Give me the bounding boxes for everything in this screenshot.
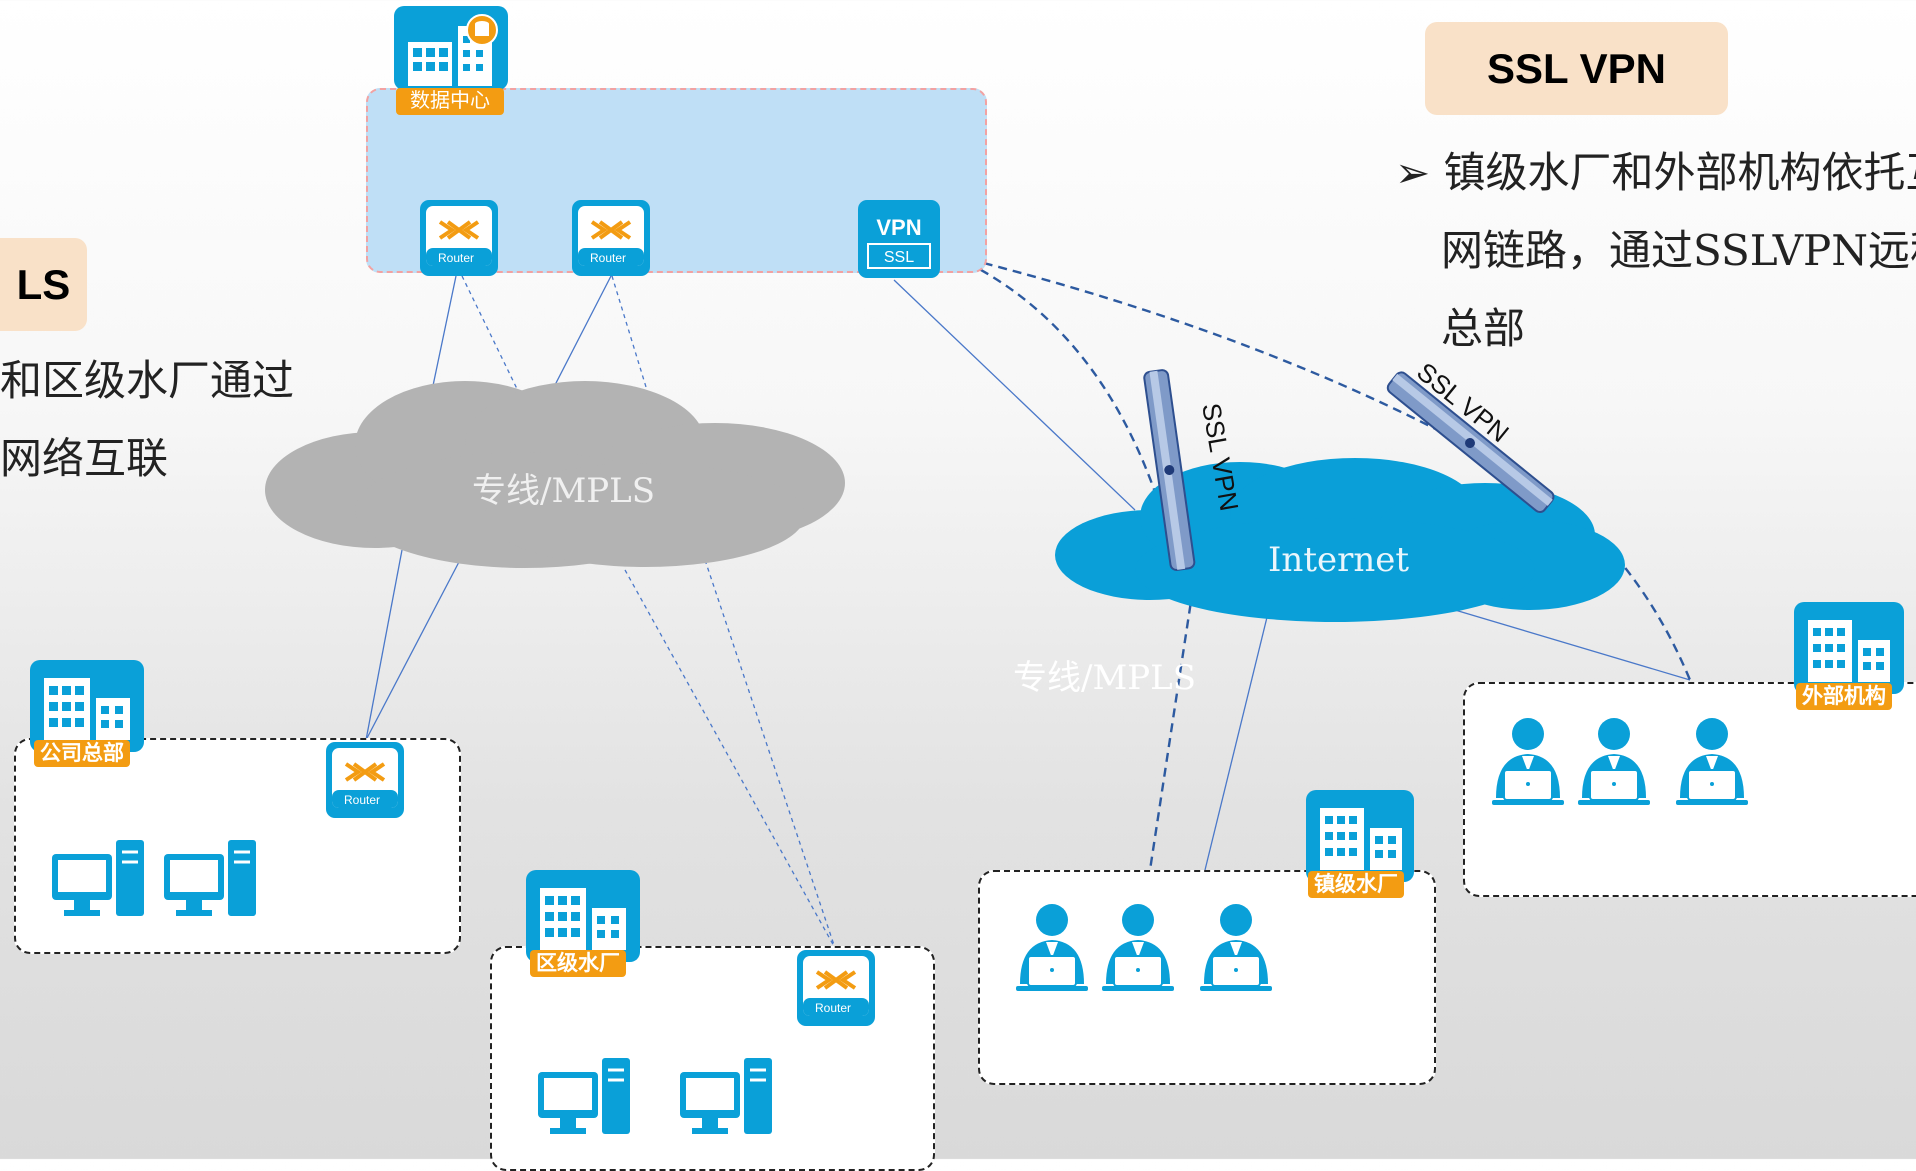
left-panel-line: 和区级水厂通过 — [0, 356, 295, 405]
district-building-icon — [526, 870, 640, 975]
router-label: Router — [438, 251, 474, 265]
left-panel-text: 和区级水厂通过 网络互联 — [0, 342, 294, 498]
district-router[interactable]: Router — [797, 950, 875, 1031]
tunnel-label: SSL VPN — [1196, 401, 1240, 513]
router-label: Router — [590, 251, 626, 265]
data-center-building-icon — [394, 6, 508, 123]
router-label: Router — [815, 1001, 851, 1015]
town-label: 镇级水厂 — [1308, 871, 1404, 898]
hq-router[interactable]: Router — [326, 742, 404, 823]
town-building-icon — [1306, 790, 1414, 895]
internet-cloud-label: Internet — [1268, 540, 1410, 580]
vpn-label: VPN — [876, 215, 921, 240]
hq-building-icon — [30, 660, 144, 765]
town-user-3-icon — [1198, 898, 1274, 998]
ssl-vpn-tunnel-2: SSL VPN — [1386, 356, 1555, 514]
ssl-vpn-gateway-icon[interactable]: VPN SSL — [858, 200, 940, 283]
external-building-icon — [1794, 602, 1904, 707]
mpls-faded-label: 专线/MPLS — [1013, 658, 1197, 698]
external-user-2-icon — [1576, 712, 1652, 812]
right-panel-line: 网链路，通过SSLVPN远程接 — [1441, 226, 1916, 275]
district-computer-1-icon — [534, 1056, 634, 1141]
external-user-3-icon — [1674, 712, 1750, 812]
left-panel-line: 网络互联 — [0, 434, 169, 483]
district-computer-2-icon — [676, 1056, 776, 1141]
right-panel-text: ➢ 镇级水厂和外部机构依托互 网链路，通过SSLVPN远程接 总部 — [1395, 134, 1916, 368]
internet-cloud — [1055, 458, 1625, 622]
town-user-2-icon — [1100, 898, 1176, 998]
external-label: 外部机构 — [1796, 683, 1892, 710]
right-panel-line: ➢ 镇级水厂和外部机构依托互 — [1395, 148, 1916, 197]
dc-router-2[interactable]: Router — [572, 200, 650, 281]
right-panel-tag: SSL VPN — [1425, 22, 1728, 115]
ssl-vpn-tunnel-1: SSL VPN — [1143, 369, 1240, 571]
hq-computer-2-icon — [160, 838, 260, 923]
dc-router-1[interactable]: Router — [420, 200, 498, 281]
mpls-cloud-label: 专线/MPLS — [472, 471, 656, 511]
mpls-cloud — [265, 381, 845, 568]
town-user-1-icon — [1014, 898, 1090, 998]
right-panel-line: 总部 — [1441, 304, 1526, 353]
external-user-1-icon — [1490, 712, 1566, 812]
hq-computer-1-icon — [48, 838, 148, 923]
data-center-label: 数据中心 — [396, 88, 504, 115]
router-label: Router — [344, 793, 380, 807]
left-panel-tag: LS — [0, 238, 87, 331]
district-label: 区级水厂 — [530, 950, 626, 977]
ssl-label: SSL — [884, 249, 914, 266]
hq-label: 公司总部 — [34, 740, 130, 767]
